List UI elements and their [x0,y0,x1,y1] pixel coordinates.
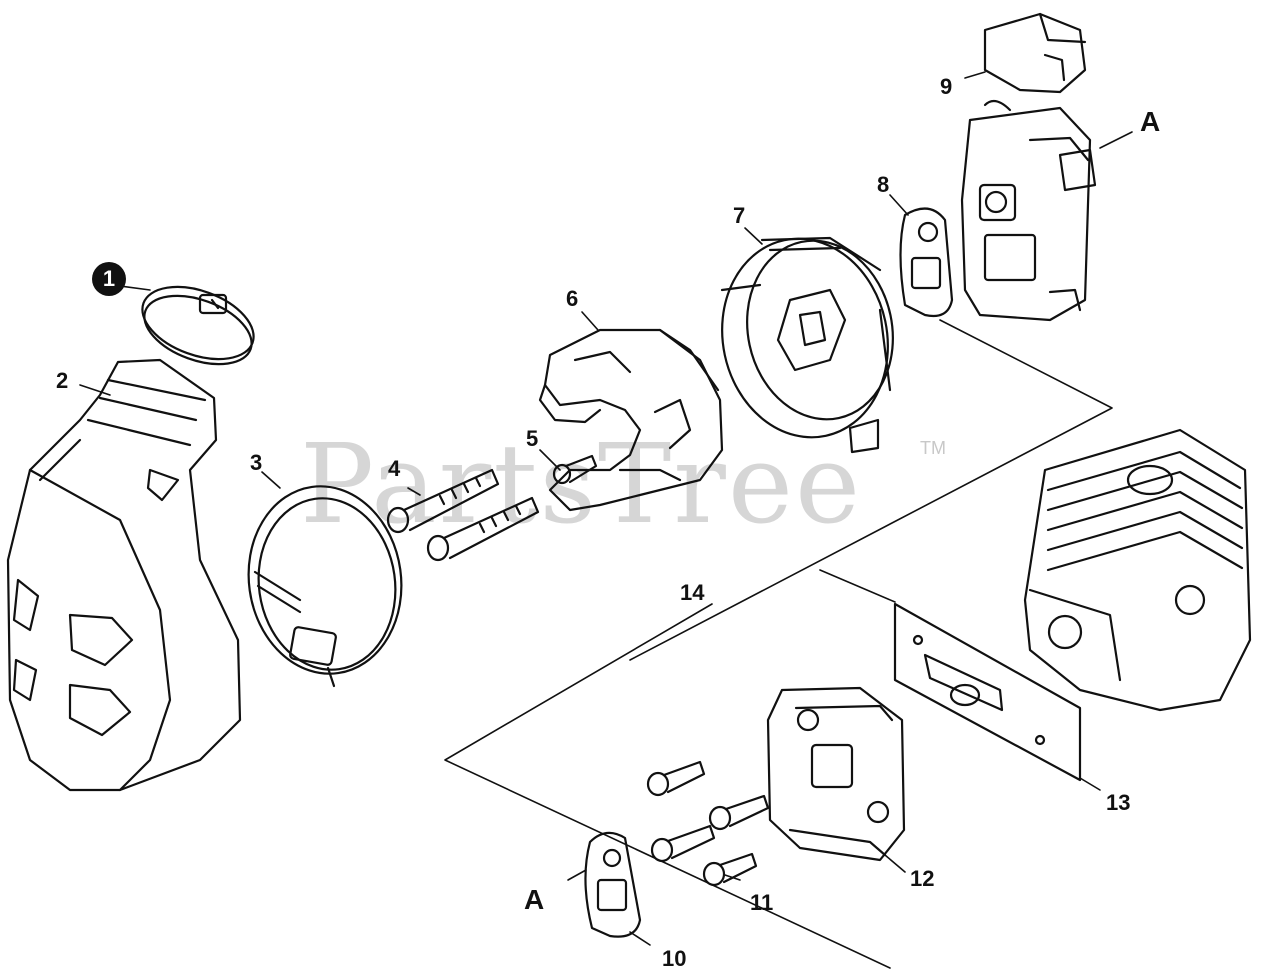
callout-a-gasket: A [524,884,545,915]
callout-10: 10 [662,946,687,971]
part-4-bolts [386,468,540,562]
part-3-large-clamp [247,485,403,688]
callout-4: 4 [388,456,401,481]
callout-9: 9 [940,74,953,99]
callout-5: 5 [526,426,539,451]
callout-11: 11 [750,890,774,915]
watermark-text: PartsTree [300,420,863,548]
callout-3: 3 [250,450,263,475]
part-11-bolts [646,760,770,887]
leader-lines [79,71,1133,969]
callout-2: 2 [56,368,69,393]
carburetor-assembly [960,99,1097,322]
part-5-screw [552,454,598,485]
part-13-large-gasket [893,602,1082,782]
part-12-insulator [766,686,906,862]
part-7-cover [720,236,894,454]
callout-14: 14 [680,580,705,605]
part-1-small-clamp [141,285,255,366]
part-8-gasket [899,207,954,318]
part-2-air-cleaner-case [6,358,242,792]
callout-7: 7 [733,203,746,228]
part-9-cap [983,12,1087,94]
part-6-adapter [538,328,724,512]
callout-a-carburetor: A [1140,106,1161,137]
callout-12: 12 [910,866,935,891]
callout-6: 6 [566,286,579,311]
callout-1-badge: 1 [92,262,126,296]
watermark-trademark: TM [920,438,946,458]
cylinder-assembly [1023,428,1252,712]
part-10-small-gasket [584,831,642,938]
callout-8: 8 [877,172,890,197]
callout-13: 13 [1106,790,1131,815]
